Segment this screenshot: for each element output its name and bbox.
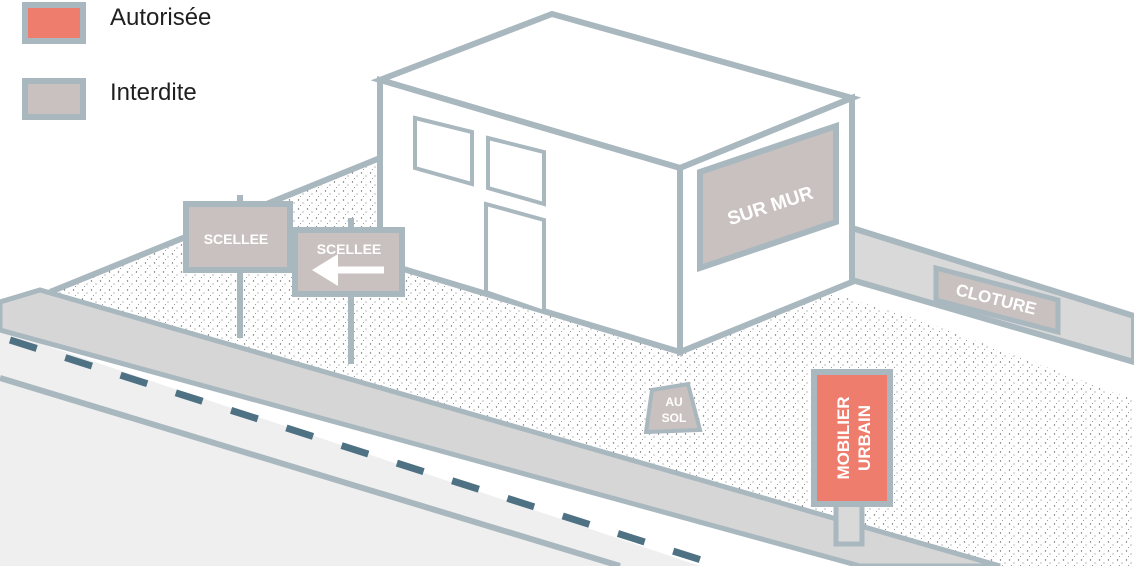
sign-au-sol-bottom: SOL (662, 411, 687, 425)
sign-mobilier-urbain: MOBILIER URBAIN (811, 369, 893, 547)
legend-allowed-label: Autorisée (110, 4, 212, 31)
sidewalk (0, 287, 1001, 566)
legend-forbidden-swatch (22, 78, 86, 120)
legend-forbidden-label: Interdite (110, 79, 197, 106)
arrow-left-icon (312, 254, 384, 286)
sign-au-sol-top: AU (665, 395, 682, 409)
building-window-2 (486, 135, 546, 207)
sign-au-sol: AU SOL (643, 381, 703, 435)
sign-mobilier-line1: MOBILIER (834, 396, 853, 479)
sign-scellee-right: SCELLEE (292, 218, 405, 364)
road-edge (0, 375, 621, 566)
building-window-1 (413, 115, 474, 187)
lane-marking (8, 336, 722, 566)
sign-scellee-right-label: SCELLEE (317, 241, 382, 257)
sign-mobilier-line2: URBAIN (855, 405, 874, 471)
legend-allowed-swatch (22, 2, 86, 44)
sign-scellee-left-label: SCELLEE (204, 231, 269, 247)
building (370, 10, 862, 357)
building-door (484, 201, 546, 315)
sign-scellee-left: SCELLEE (183, 195, 293, 338)
sign-sur-mur: SUR MUR (697, 121, 839, 273)
